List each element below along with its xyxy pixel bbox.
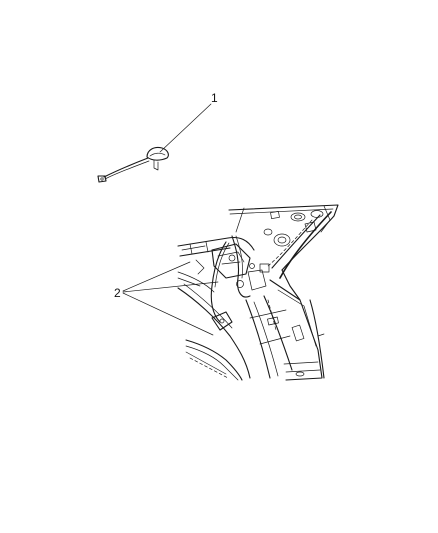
callout-2-leaders bbox=[122, 261, 219, 336]
antenna-cable bbox=[103, 157, 149, 178]
callout-2-label: 2 bbox=[114, 286, 121, 300]
vehicle-body bbox=[177, 204, 339, 381]
routed-cable bbox=[231, 235, 251, 298]
antenna-base bbox=[146, 146, 169, 161]
antenna-connector bbox=[97, 175, 107, 183]
antenna-stud bbox=[153, 159, 159, 171]
antenna-assembly bbox=[97, 103, 212, 183]
callout-1-leader bbox=[159, 103, 212, 153]
callout-1-label: 1 bbox=[211, 91, 218, 105]
